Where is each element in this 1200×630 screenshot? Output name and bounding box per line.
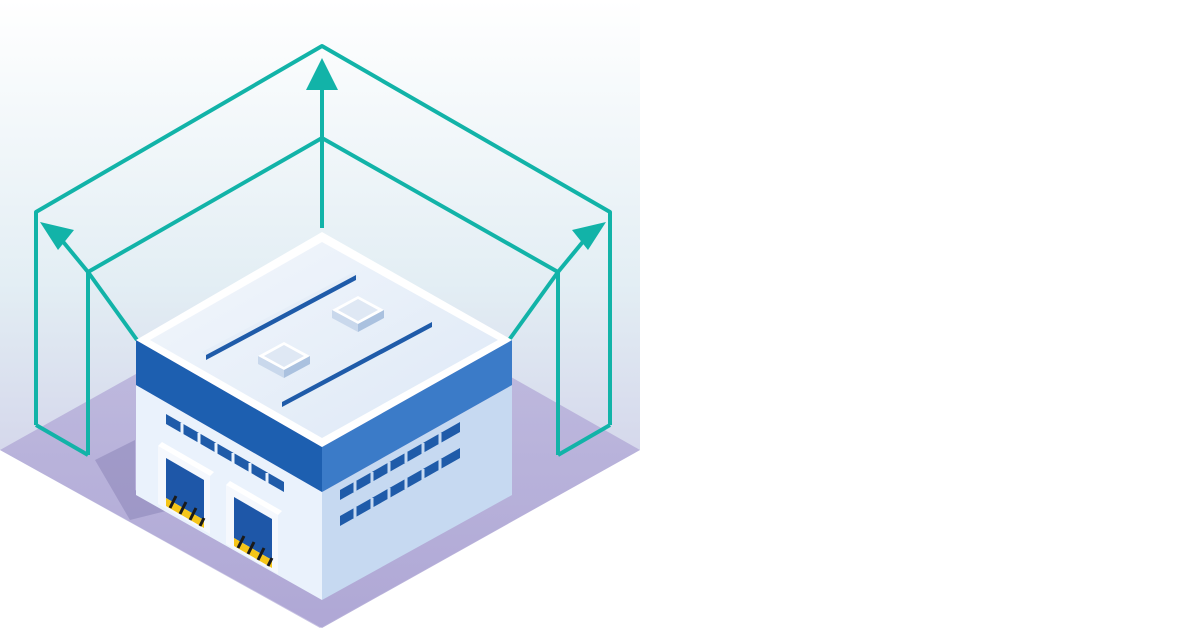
warehouse-building <box>136 232 512 600</box>
roof-vent-1 <box>332 296 384 332</box>
expand-up-arrow-icon <box>306 58 338 138</box>
right-wall-window-row-2 <box>340 448 460 526</box>
right-wall-window-row-1 <box>340 422 460 500</box>
roof-top-inner <box>150 242 498 438</box>
left-wall-window-row <box>166 414 284 492</box>
expand-right-arrow-icon <box>556 222 606 274</box>
roof-skylight-strip-2 <box>278 318 436 407</box>
roof-band-right <box>322 340 512 492</box>
loading-dock-door-2 <box>226 481 282 574</box>
roof-vent-2 <box>258 342 310 378</box>
right-wall <box>322 385 512 600</box>
roof-skylight-strip-1 <box>202 272 360 360</box>
outer-expansion-frame <box>34 44 612 457</box>
roof-band-left <box>136 340 322 492</box>
loading-dock-door-1 <box>158 442 214 534</box>
expand-left-arrow-icon <box>40 222 90 274</box>
